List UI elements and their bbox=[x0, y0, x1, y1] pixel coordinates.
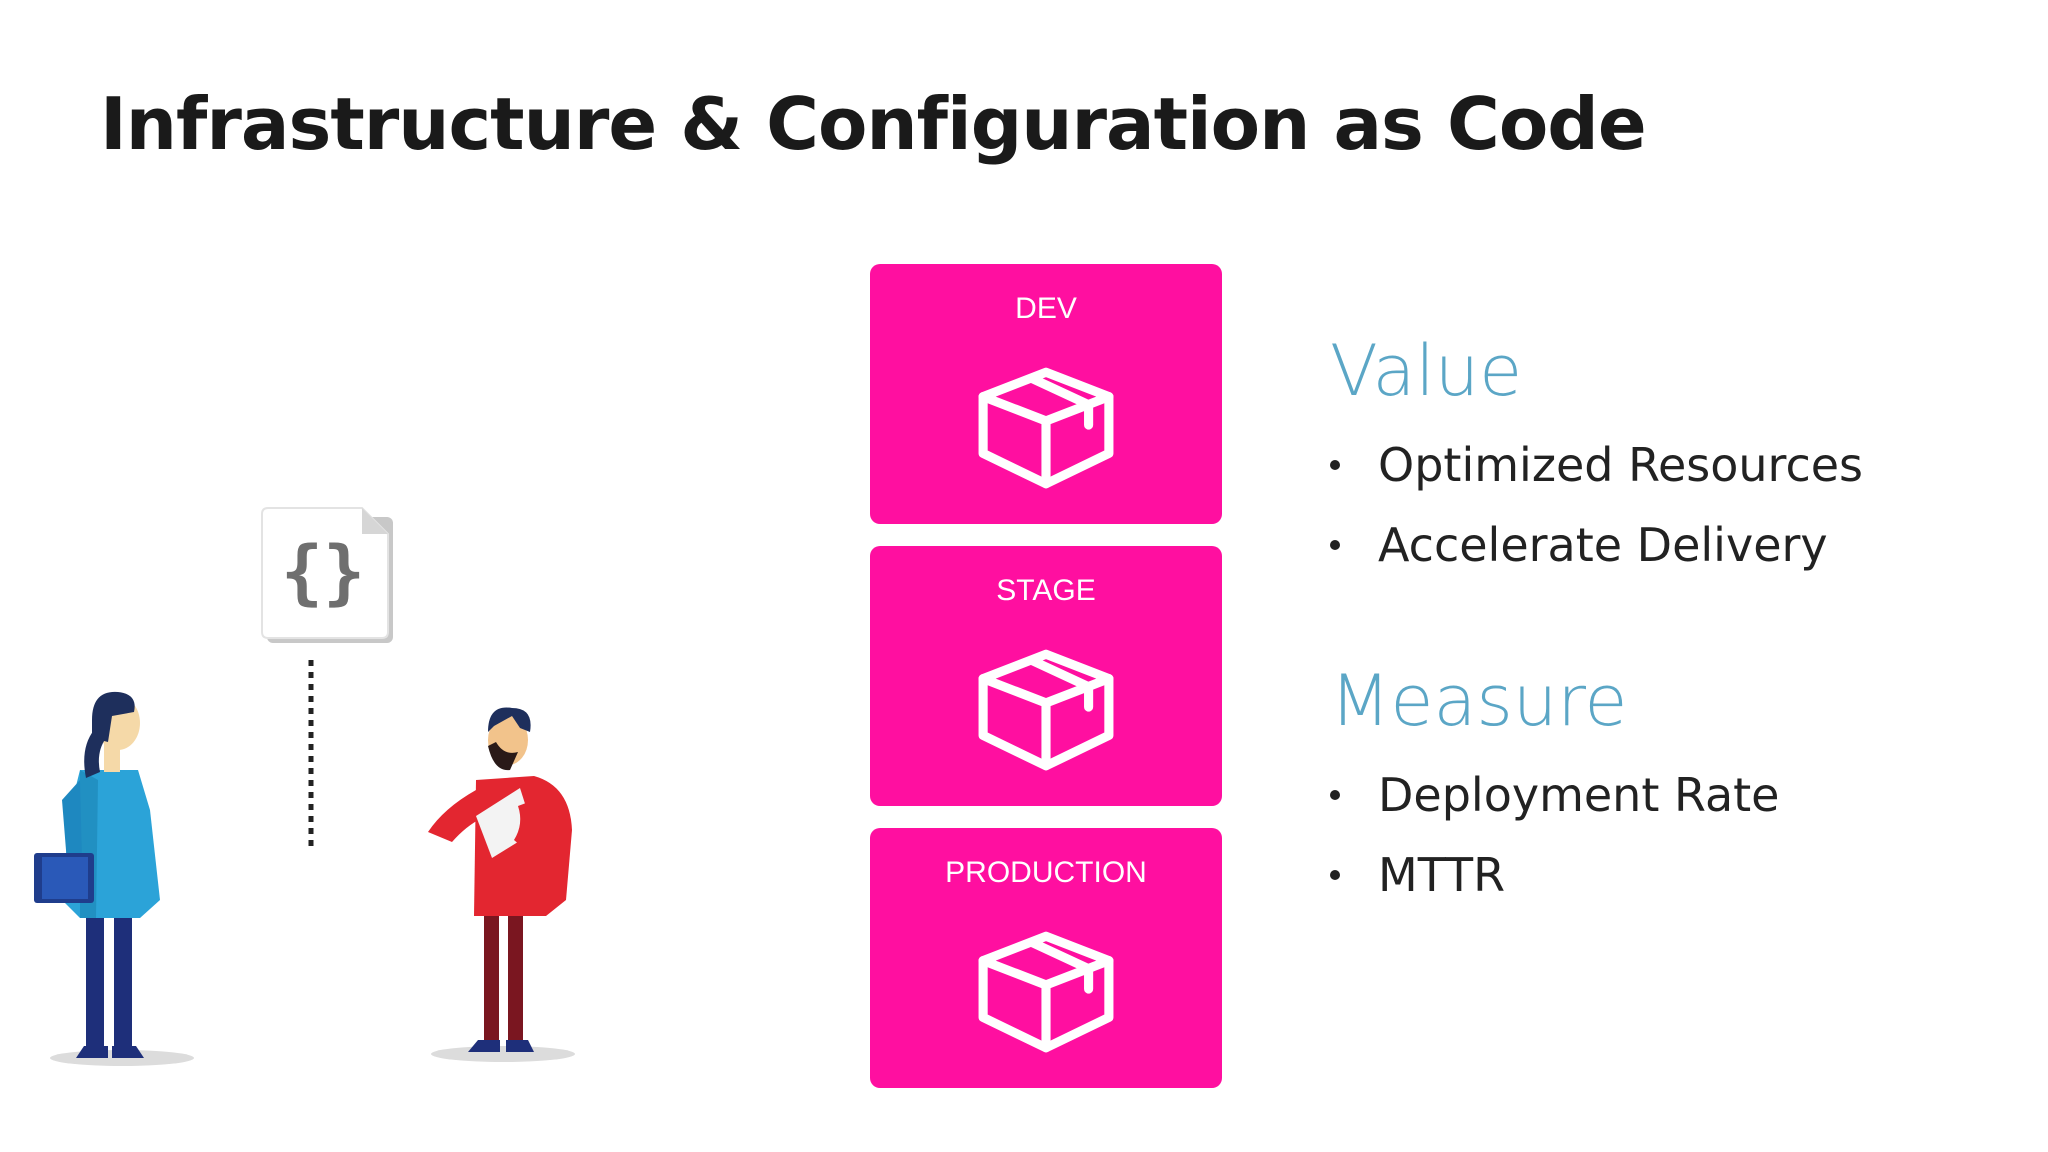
slide-title: Infrastructure & Configuration as Code bbox=[100, 82, 1647, 166]
value-bullet-item: Accelerate Delivery bbox=[1330, 518, 1828, 572]
box-icon bbox=[978, 931, 1114, 1053]
person-with-tablet bbox=[34, 691, 160, 1058]
person-with-document bbox=[428, 707, 572, 1052]
code-braces-glyph: {} bbox=[281, 531, 365, 613]
measure-bullet-text: Deployment Rate bbox=[1378, 768, 1780, 822]
env-card-dev: DEV bbox=[870, 264, 1222, 524]
bullet-icon bbox=[1330, 459, 1340, 470]
people-illustration: {} bbox=[34, 507, 575, 1066]
measure-bullet-item: MTTR bbox=[1330, 848, 1505, 902]
bullet-icon bbox=[1330, 789, 1340, 800]
box-icon bbox=[978, 367, 1114, 489]
value-bullet-text: Accelerate Delivery bbox=[1378, 518, 1828, 572]
env-card-stage: STAGE bbox=[870, 546, 1222, 806]
bullet-icon bbox=[1330, 869, 1340, 880]
env-label-production: PRODUCTION bbox=[945, 856, 1147, 889]
env-card-production: PRODUCTION bbox=[870, 828, 1222, 1088]
value-bullet-item: Optimized Resources bbox=[1330, 438, 1863, 492]
env-label-dev: DEV bbox=[1015, 292, 1077, 325]
measure-bullet-item: Deployment Rate bbox=[1330, 768, 1779, 822]
measure-bullet-text: MTTR bbox=[1378, 848, 1506, 902]
ground-shadow bbox=[431, 1046, 575, 1062]
code-file-icon: {} bbox=[261, 507, 393, 643]
box-icon bbox=[978, 649, 1114, 771]
measure-heading: Measure bbox=[1330, 660, 1628, 742]
env-label-stage: STAGE bbox=[996, 574, 1096, 607]
bullet-icon bbox=[1330, 539, 1340, 550]
value-heading: Value bbox=[1330, 330, 1523, 412]
value-bullet-text: Optimized Resources bbox=[1378, 438, 1863, 492]
